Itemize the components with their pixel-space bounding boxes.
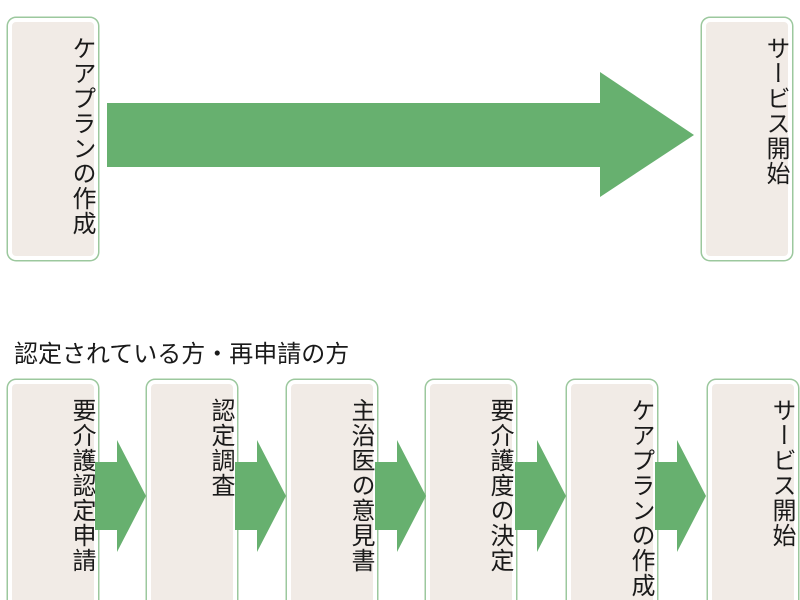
- bottom-step-6-label: サービス開始: [768, 398, 796, 548]
- bottom-step-1: 要介護認定申請: [8, 380, 98, 600]
- top-long-arrow-shape: [107, 72, 694, 197]
- bottom-arrow-2: [235, 440, 286, 552]
- top-step-service-start-label: サービス開始: [762, 36, 790, 186]
- bottom-step-6: サービス開始: [708, 380, 798, 600]
- bottom-step-5-label: ケアプランの作成: [627, 398, 655, 598]
- bottom-arrow-3: [375, 440, 426, 552]
- bottom-arrow-1: [95, 440, 146, 552]
- bottom-step-3: 主治医の意見書: [287, 380, 377, 600]
- section-title: 認定されている方・再申請の方: [14, 340, 350, 368]
- bottom-arrow-5: [655, 440, 706, 552]
- bottom-step-4-label: 要介護度の決定: [486, 398, 514, 573]
- bottom-step-5: ケアプランの作成: [567, 380, 657, 600]
- bottom-step-2: 認定調査: [147, 380, 237, 600]
- bottom-step-3-label: 主治医の意見書: [347, 398, 375, 573]
- top-step-care-plan: ケアプランの作成: [8, 18, 98, 260]
- bottom-step-4: 要介護度の決定: [426, 380, 516, 600]
- bottom-arrow-4: [515, 440, 566, 552]
- top-step-care-plan-label: ケアプランの作成: [68, 36, 96, 236]
- bottom-step-1-label: 要介護認定申請: [68, 398, 96, 573]
- bottom-step-2-label: 認定調査: [207, 398, 235, 498]
- top-step-service-start: サービス開始: [702, 18, 792, 260]
